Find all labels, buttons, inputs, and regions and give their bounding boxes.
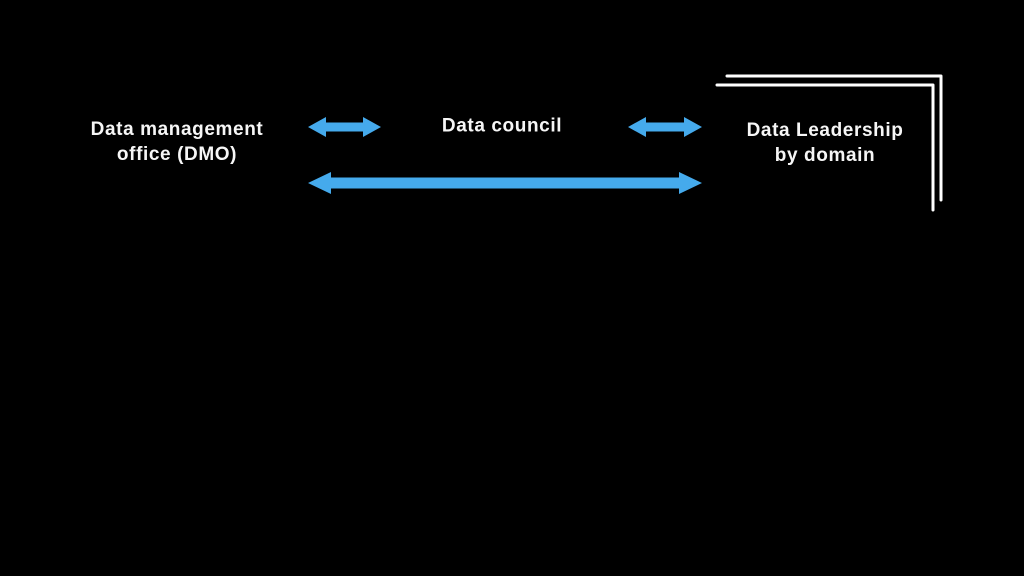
node-data-management-office: Data management office (DMO) (91, 117, 264, 167)
corner-bracket-inner-line (715, 83, 935, 212)
node-label-line: office (DMO) (116, 144, 238, 165)
node-data-leadership-by-domain: Data Leadership by domain (747, 118, 904, 168)
node-data-council: Data council (442, 114, 562, 139)
node-label-line: Data management (90, 119, 264, 140)
node-label-line: by domain (774, 145, 876, 166)
double-arrow-dmo-leadership-icon (308, 172, 702, 194)
node-label-line: Data Leadership (746, 120, 904, 141)
double-arrow-council-leadership-icon (628, 117, 702, 137)
corner-bracket-outer-line (725, 74, 943, 202)
double-arrow-dmo-council-icon (308, 117, 381, 137)
node-label-line: Data council (441, 115, 563, 137)
